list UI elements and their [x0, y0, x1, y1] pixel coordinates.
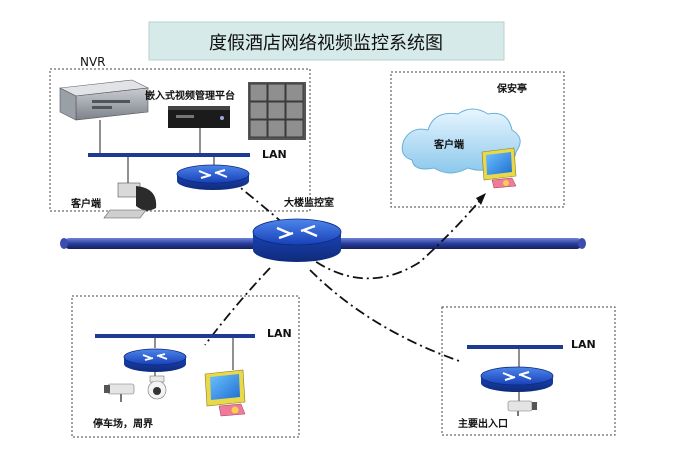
zone-parking: [71, 295, 300, 438]
router-icon: [252, 218, 342, 262]
link-parking: [204, 267, 271, 346]
control-room: 大楼监控室: [252, 196, 342, 262]
entrance-label: 主要出入口: [458, 417, 508, 430]
nvr-label: NVR: [80, 55, 106, 69]
box-camera-icon: [507, 400, 537, 416]
lan-top-label: LAN: [262, 148, 287, 161]
router-icon: [123, 348, 187, 372]
zone-entrance: [441, 306, 616, 436]
zone-nvr: [49, 68, 311, 212]
parking-zone-content: LAN 停车场，周界: [93, 327, 292, 430]
arrowheads: [222, 173, 486, 205]
entrance-zone-content: LAN 主要出入口: [458, 338, 596, 430]
control-room-label: 大楼监控室: [284, 196, 334, 209]
router-icon: [176, 164, 250, 190]
title-banner: 度假酒店网络视频监控系统图: [148, 21, 505, 61]
zone-boxes: [49, 68, 616, 438]
monitor-icon: [481, 147, 517, 189]
video-wall-icon: [248, 82, 306, 140]
diagram-title: 度假酒店网络视频监控系统图: [209, 33, 443, 54]
client-cloud-label: 客户端: [433, 138, 464, 151]
parking-label: 停车场，周界: [93, 417, 153, 430]
monitor-icon: [204, 369, 246, 417]
client-top-label: 客户端: [70, 197, 101, 210]
lan-bar-right: [467, 345, 563, 349]
zone-guard-booth: [390, 71, 565, 208]
server-icon: [168, 106, 230, 128]
platform-label: 嵌入式视频管理平台: [145, 89, 235, 102]
box-camera-icon: [104, 383, 135, 402]
arrow-guard: [476, 193, 486, 205]
dome-camera-icon: [147, 375, 167, 400]
guard-booth-label: 保安亭: [496, 82, 527, 95]
server-icon: [58, 79, 150, 121]
nvr-zone-content: NVR 嵌入式视频管理平台 LAN: [58, 55, 306, 219]
lan-bar-top: [88, 153, 250, 157]
lan-bar-left: [95, 334, 255, 338]
guard-zone-content: 保安亭 客户端: [401, 82, 527, 189]
connectors-nvr: [99, 120, 215, 183]
pc-icon: [103, 182, 157, 219]
lan-left-label: LAN: [267, 327, 292, 340]
lan-right-label: LAN: [571, 338, 596, 351]
router-icon: [480, 366, 554, 392]
link-entrance: [309, 269, 463, 363]
